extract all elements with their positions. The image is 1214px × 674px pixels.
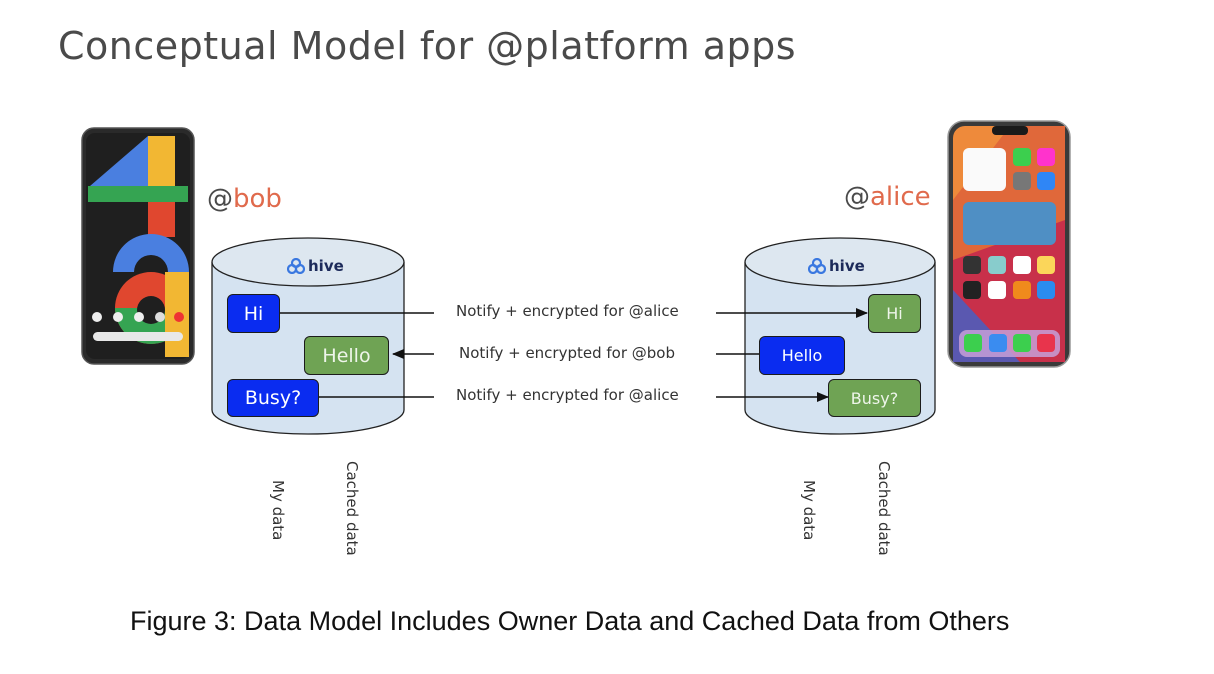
- message-box-hello-mine: Hello: [759, 336, 845, 375]
- message-label-2: Notify + encrypted for @bob: [459, 344, 676, 362]
- right-my-data-label: My data: [800, 480, 818, 541]
- message-box-busy-mine: Busy?: [227, 379, 319, 417]
- hive-logo-right: hive: [808, 257, 865, 275]
- message-box-hello-cached: Hello: [304, 336, 389, 375]
- message-label-3: Notify + encrypted for @alice: [456, 386, 679, 404]
- message-box-hi-cached: Hi: [868, 294, 921, 333]
- message-label-1: Notify + encrypted for @alice: [456, 302, 679, 320]
- hive-icon: [808, 258, 826, 274]
- android-phone-icon: [81, 127, 195, 365]
- figure-caption: Figure 3: Data Model Includes Owner Data…: [130, 606, 1010, 636]
- iphone-icon: [947, 120, 1071, 368]
- user-handle-bob: @bob: [207, 184, 282, 214]
- message-box-busy-cached: Busy?: [828, 379, 921, 417]
- left-my-data-label: My data: [269, 480, 287, 541]
- right-cached-data-label: Cached data: [875, 461, 893, 556]
- message-box-hi-mine: Hi: [227, 294, 280, 333]
- left-cached-data-label: Cached data: [343, 461, 361, 556]
- page-title: Conceptual Model for @platform apps: [58, 24, 797, 68]
- hive-logo-left: hive: [287, 257, 344, 275]
- hive-icon: [287, 258, 305, 274]
- user-handle-alice: @alice: [844, 182, 931, 212]
